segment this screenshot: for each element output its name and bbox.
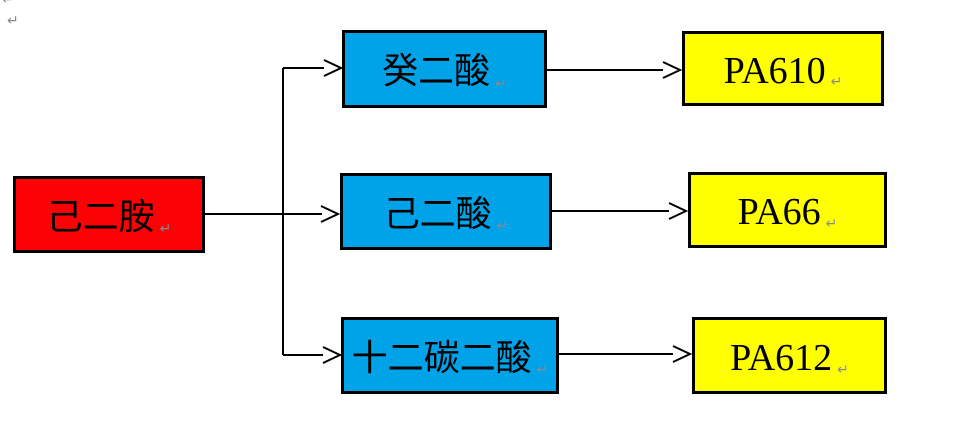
- source-node-hexanediamine[interactable]: 己二胺 ↵: [13, 176, 205, 253]
- connector-sebacic-acid-to-pa610[interactable]: [547, 61, 683, 79]
- paragraph-return-icon: ↵: [159, 221, 172, 237]
- connector-source-trunk[interactable]: [205, 68, 322, 355]
- paragraph-return-icon: ↵: [495, 76, 507, 92]
- connector-source-to-sebacic-acid[interactable]: [283, 59, 344, 77]
- node-label: 十二碳二酸: [351, 337, 532, 378]
- connector-adipic-acid-to-pa66[interactable]: [552, 202, 689, 220]
- paragraph-return-icon: ↵: [536, 362, 549, 378]
- node-label: PA610: [723, 49, 826, 92]
- connector-source-to-adipic-acid[interactable]: [320, 205, 341, 223]
- intermediate-node-sebacic-acid[interactable]: 癸二酸 ↵: [342, 30, 547, 108]
- node-label: PA66: [737, 191, 821, 233]
- connector-dodecanedioic-acid-to-pa612[interactable]: [559, 345, 693, 363]
- connector-source-to-dodecanedioic-acid[interactable]: [283, 346, 343, 364]
- node-label: 己二酸: [383, 193, 492, 234]
- intermediate-node-adipic-acid[interactable]: 己二酸 ↵: [340, 173, 552, 250]
- product-node-pa66[interactable]: PA66 ↵: [688, 172, 887, 248]
- node-label: PA612: [730, 336, 833, 379]
- intermediate-node-dodecanedioic-acid[interactable]: 十二碳二酸 ↵: [341, 317, 559, 394]
- paragraph-return-icon: ↵: [496, 218, 509, 234]
- paragraph-return-icon: ↵: [830, 74, 843, 90]
- product-node-pa612[interactable]: PA612 ↵: [692, 317, 887, 394]
- paragraph-return-icon: ↵: [837, 362, 849, 378]
- paragraph-return-icon: ↵: [2, 0, 14, 8]
- node-label: 癸二酸: [382, 51, 491, 91]
- node-label: 己二胺: [46, 196, 155, 237]
- product-node-pa610[interactable]: PA610 ↵: [682, 31, 884, 106]
- paragraph-return-icon: ↵: [7, 13, 19, 29]
- paragraph-return-icon: ↵: [825, 216, 838, 232]
